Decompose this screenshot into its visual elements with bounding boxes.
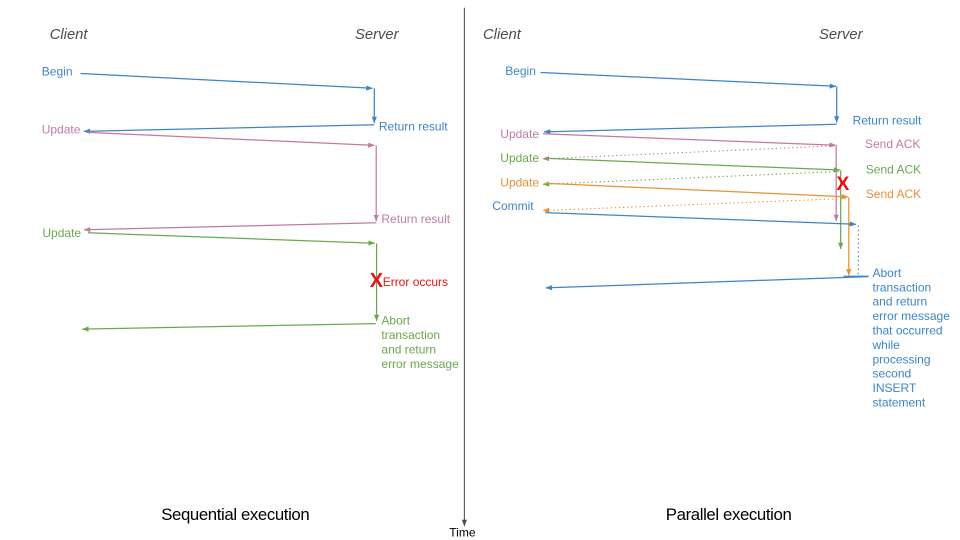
svg-text:Send ACK: Send ACK: [866, 187, 921, 201]
svg-text:transaction: transaction: [381, 328, 440, 342]
svg-text:X: X: [836, 173, 849, 195]
svg-text:Time: Time: [449, 526, 476, 540]
svg-text:Update: Update: [500, 127, 539, 141]
svg-text:Sequential execution: Sequential execution: [161, 505, 310, 524]
svg-text:Commit: Commit: [492, 199, 534, 213]
svg-text:processing: processing: [873, 352, 931, 366]
svg-text:Update: Update: [500, 175, 539, 189]
svg-text:Return result: Return result: [853, 113, 922, 127]
svg-text:Update: Update: [42, 123, 81, 137]
svg-text:Parallel execution: Parallel execution: [666, 505, 792, 524]
svg-text:Send ACK: Send ACK: [866, 163, 921, 177]
svg-text:INSERT: INSERT: [873, 381, 917, 395]
svg-text:error message: error message: [381, 357, 459, 371]
svg-text:Send ACK: Send ACK: [865, 137, 920, 151]
svg-text:that occurred: that occurred: [873, 324, 943, 338]
svg-text:Client: Client: [50, 27, 89, 43]
svg-text:and return: and return: [873, 295, 928, 309]
svg-text:statement: statement: [873, 396, 926, 410]
svg-text:second: second: [873, 367, 912, 381]
svg-text:Begin: Begin: [505, 64, 536, 78]
svg-text:error message: error message: [873, 309, 951, 323]
svg-text:Return result: Return result: [379, 120, 448, 134]
svg-text:Server: Server: [355, 27, 400, 43]
svg-text:and return: and return: [381, 342, 436, 356]
svg-text:while: while: [872, 338, 901, 352]
svg-text:Update: Update: [42, 226, 81, 240]
svg-text:Error occurs: Error occurs: [383, 275, 448, 289]
svg-text:Server: Server: [819, 27, 864, 43]
svg-text:Abort: Abort: [873, 266, 902, 280]
svg-text:Abort: Abort: [381, 314, 410, 328]
svg-text:Return result: Return result: [381, 212, 450, 226]
svg-text:Begin: Begin: [42, 65, 73, 79]
svg-text:X: X: [370, 270, 384, 292]
svg-text:Client: Client: [483, 27, 522, 43]
svg-text:transaction: transaction: [873, 280, 932, 294]
svg-text:Update: Update: [500, 151, 539, 165]
